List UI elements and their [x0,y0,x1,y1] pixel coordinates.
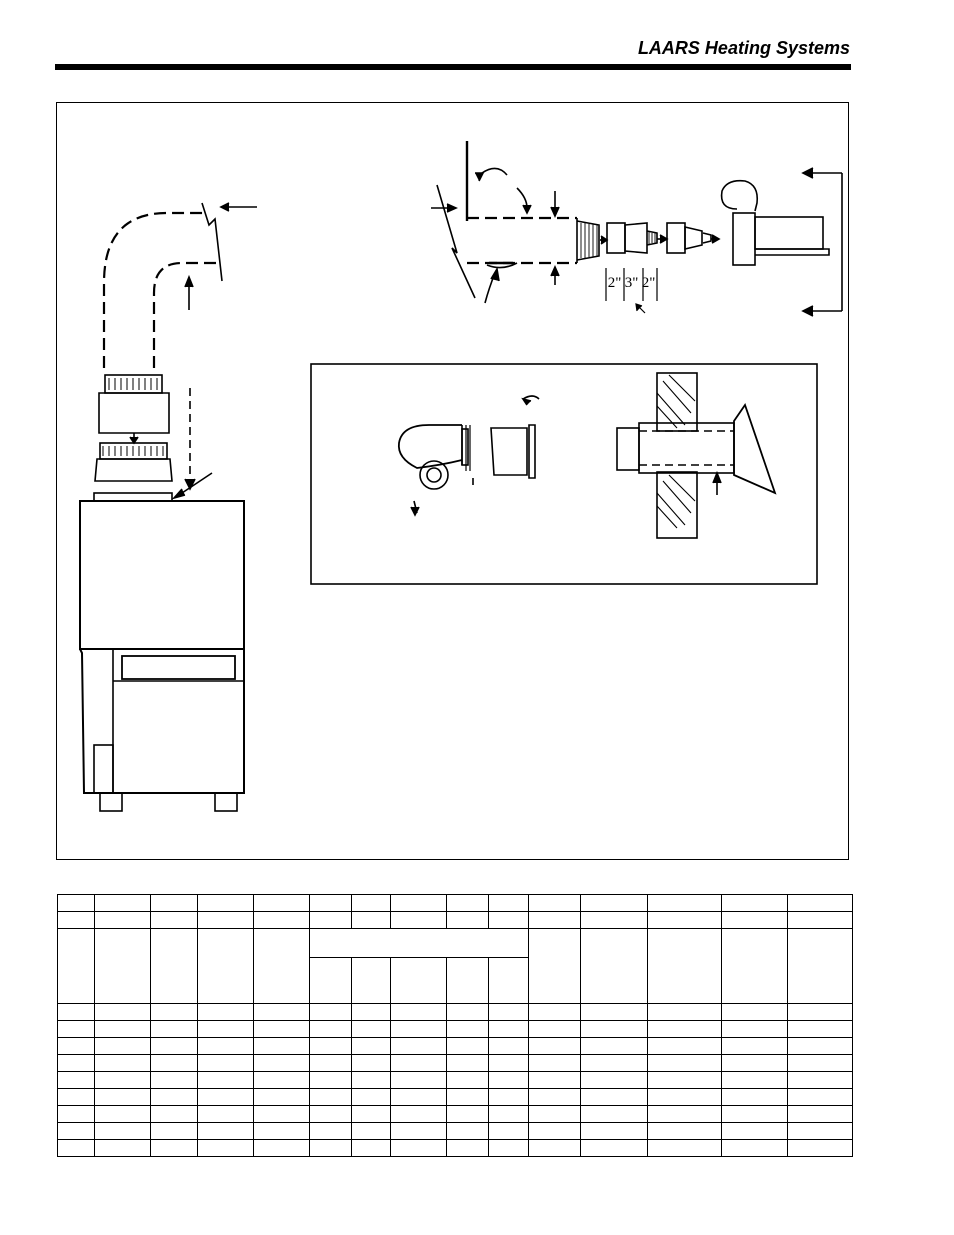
table-header-row-4 [58,957,853,1004]
table-header-row-1 [57,894,853,912]
dimension-label-3: 2" [641,275,656,291]
vent-arrows [171,202,257,500]
spec-table [57,894,853,1157]
table-row [57,1037,853,1055]
table-row [57,1122,853,1140]
inset-wall-thimble-detail [616,372,777,539]
page-header-title: LAARS Heating Systems [637,38,850,58]
inset-blower-detail [397,395,540,517]
wall-plate [436,141,508,299]
table-row [57,1020,853,1038]
header-rule [55,64,851,70]
boiler-unit [79,492,245,812]
table-header-row-3 [57,928,853,1004]
vent-wall-break [201,202,223,282]
vent-adapter-upper [98,374,170,445]
table-row [57,1139,853,1157]
vent-adapter-lower [94,442,173,482]
table-row [57,1105,853,1123]
vent-diagram-svg [79,141,843,812]
horizontal-vent-pipe [431,187,600,304]
inducer-blower [720,179,830,266]
table-row [57,1071,853,1089]
dimension-label-1: 2" [607,275,622,291]
inset-box [310,363,818,585]
vent-installation-figure: 2" 3" 2" [56,102,849,860]
table-row [57,1088,853,1106]
vent-pipe-dashed [102,211,217,368]
dimension-labels: 2" 3" 2" [606,275,657,292]
table-row [57,1003,853,1021]
reducer-fittings [600,222,721,254]
dimension-label-2: 3" [624,275,639,291]
table-header-row-2 [57,911,853,929]
table-row [57,1054,853,1072]
return-arrows [801,167,843,317]
dimension-marks [605,268,658,314]
